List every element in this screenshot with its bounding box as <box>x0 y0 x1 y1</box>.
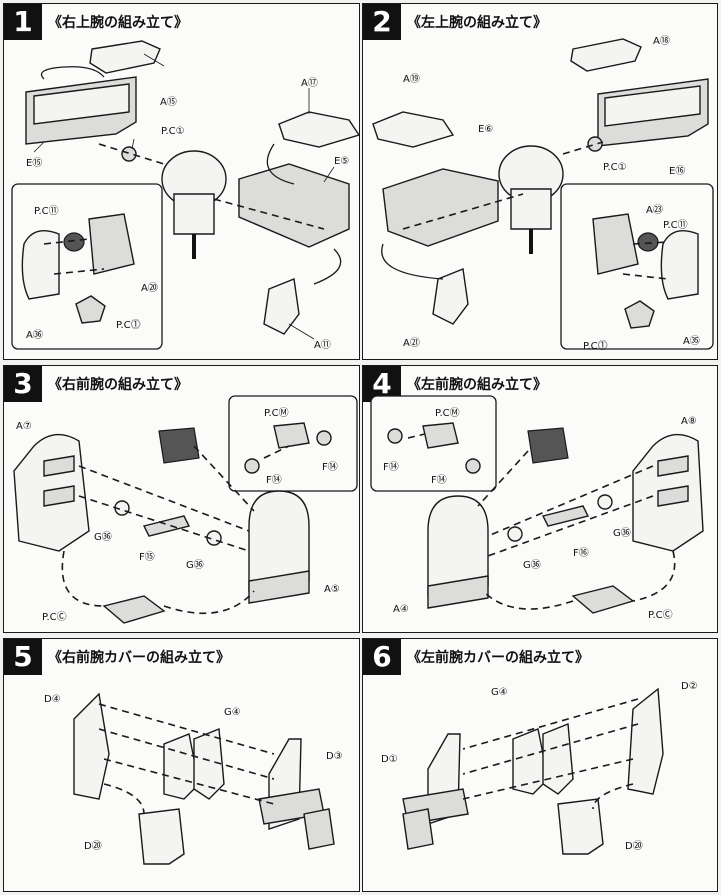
label-d20: D⑳ <box>84 841 102 852</box>
step-4-title: 《左前腕の組み立て》 <box>407 377 547 393</box>
part-pcc <box>102 595 166 624</box>
part-pcm <box>158 427 200 464</box>
label-a35: A㉟ <box>683 336 700 347</box>
part-a4 <box>427 495 489 597</box>
polycap-pc1 <box>121 146 137 162</box>
label-f15: F⑮ <box>139 552 155 563</box>
part-pcc <box>571 585 635 614</box>
label-g36-a: G㊱ <box>613 528 631 539</box>
part-a19 <box>372 111 455 148</box>
step-1-number: 1 <box>4 4 42 40</box>
step-3-diagram <box>13 395 358 624</box>
label-e15: E⑮ <box>26 158 43 169</box>
label-g36-b: G㊱ <box>186 560 204 571</box>
part-g36 <box>597 494 613 510</box>
label-pc1: P.C① <box>603 162 627 173</box>
part-d20 <box>557 798 604 855</box>
part-d20 <box>138 808 185 865</box>
step-1-title: 《右上腕の組み立て》 <box>48 15 188 31</box>
label-f14-b: F⑭ <box>266 475 282 486</box>
part-e6 <box>382 168 499 247</box>
step-5-diagram <box>73 692 335 865</box>
polycap-pc1 <box>587 136 603 152</box>
label-a23: A㉓ <box>646 205 663 216</box>
part-a15 <box>89 40 161 74</box>
label-pcm: P.CⓂ <box>435 408 460 419</box>
label-a5: A⑤ <box>324 584 340 595</box>
part-d4 <box>73 692 110 800</box>
label-pcd: P.C⑪ <box>663 220 688 231</box>
label-pcm: P.CⓂ <box>264 408 289 419</box>
label-d1: D① <box>381 754 398 765</box>
part-a5 <box>248 490 310 592</box>
label-e16: E⑯ <box>669 166 686 177</box>
label-g4: G④ <box>224 707 241 718</box>
label-a4: A④ <box>393 604 409 615</box>
part-f16 <box>541 505 590 527</box>
label-a21: A㉑ <box>403 338 420 349</box>
label-f16: F⑯ <box>573 548 589 559</box>
label-e5: E⑤ <box>334 156 350 167</box>
step-1-panel: 1 《右上腕の組み立て》 <box>3 3 360 360</box>
label-d20: D⑳ <box>625 841 643 852</box>
part-g4 <box>512 728 549 795</box>
label-g36-b: G㊱ <box>523 560 541 571</box>
step-3-number: 3 <box>4 366 42 402</box>
label-a20: A⑳ <box>141 283 158 294</box>
step-6-number: 6 <box>363 639 401 675</box>
label-pcd: P.C⑪ <box>34 206 59 217</box>
label-d4: D④ <box>44 694 61 705</box>
label-a36: A㊱ <box>26 330 43 341</box>
label-a19: A⑲ <box>403 74 420 85</box>
part-a18 <box>570 38 642 72</box>
label-a18: A⑱ <box>653 36 670 47</box>
label-g4: G④ <box>491 687 508 698</box>
step-6-diagram <box>402 687 664 855</box>
step-4-panel: 4 《左前腕の組み立て》 P.CⓂ A⑧ F⑭ F⑭ G㊱ F⑯ G㊱ A④ P… <box>362 365 718 633</box>
step-6-title: 《左前腕カバーの組み立て》 <box>407 650 589 666</box>
step-2-diagram <box>372 38 714 350</box>
label-a17: A⑰ <box>301 78 318 89</box>
step-3-panel: 3 《右前腕の組み立て》 A⑦ P.CⓂ F⑭ F⑭ G㊱ F⑮ G㊱ A⑤ P… <box>3 365 360 633</box>
label-g36-a: G㊱ <box>94 532 112 543</box>
step-2-panel: 2 《左上腕の組み立て》 A⑱ A⑲ E⑥ P.C① E⑯ A㉓ P.C⑪ A㉑… <box>362 3 718 360</box>
label-f14-b: F⑭ <box>431 475 447 486</box>
part-d2 <box>627 687 664 795</box>
label-d3: D③ <box>326 751 343 762</box>
part-a11 <box>263 278 300 335</box>
step-1-diagram <box>11 40 359 350</box>
step-5-number: 5 <box>4 639 42 675</box>
label-a15: A⑮ <box>160 97 177 108</box>
label-pc1: P.C① <box>161 126 185 137</box>
step-2-number: 2 <box>363 4 401 40</box>
label-f14-a: F⑭ <box>383 462 399 473</box>
step-5-title: 《右前腕カバーの組み立て》 <box>48 650 230 666</box>
label-pcc: P.CⒸ <box>648 610 673 621</box>
label-f14-a: F⑭ <box>322 462 338 473</box>
step-4-diagram <box>370 395 704 614</box>
step-3-title: 《右前腕の組み立て》 <box>48 377 188 393</box>
part-g36 <box>507 526 523 542</box>
part-f15 <box>142 515 191 537</box>
step-6-panel: 6 《左前腕カバーの組み立て》 G④ D② D① D⑳ <box>362 638 718 892</box>
label-e6: E⑥ <box>478 124 494 135</box>
label-d2: D② <box>681 681 698 692</box>
step-2-title: 《左上腕の組み立て》 <box>407 15 547 31</box>
label-a11: A⑪ <box>314 340 331 351</box>
part-a21 <box>432 268 469 325</box>
part-e5 <box>238 163 350 248</box>
label-pcl: P.C⓵ <box>116 320 141 331</box>
label-pcc: P.CⒸ <box>42 612 67 623</box>
part-a17 <box>278 111 359 148</box>
label-pcl: P.C⓵ <box>583 341 608 352</box>
step-5-panel: 5 《右前腕カバーの組み立て》 D④ G④ D③ D⑳ <box>3 638 360 892</box>
label-a7: A⑦ <box>16 421 32 432</box>
label-a8: A⑧ <box>681 416 697 427</box>
part-pcm <box>527 427 569 464</box>
